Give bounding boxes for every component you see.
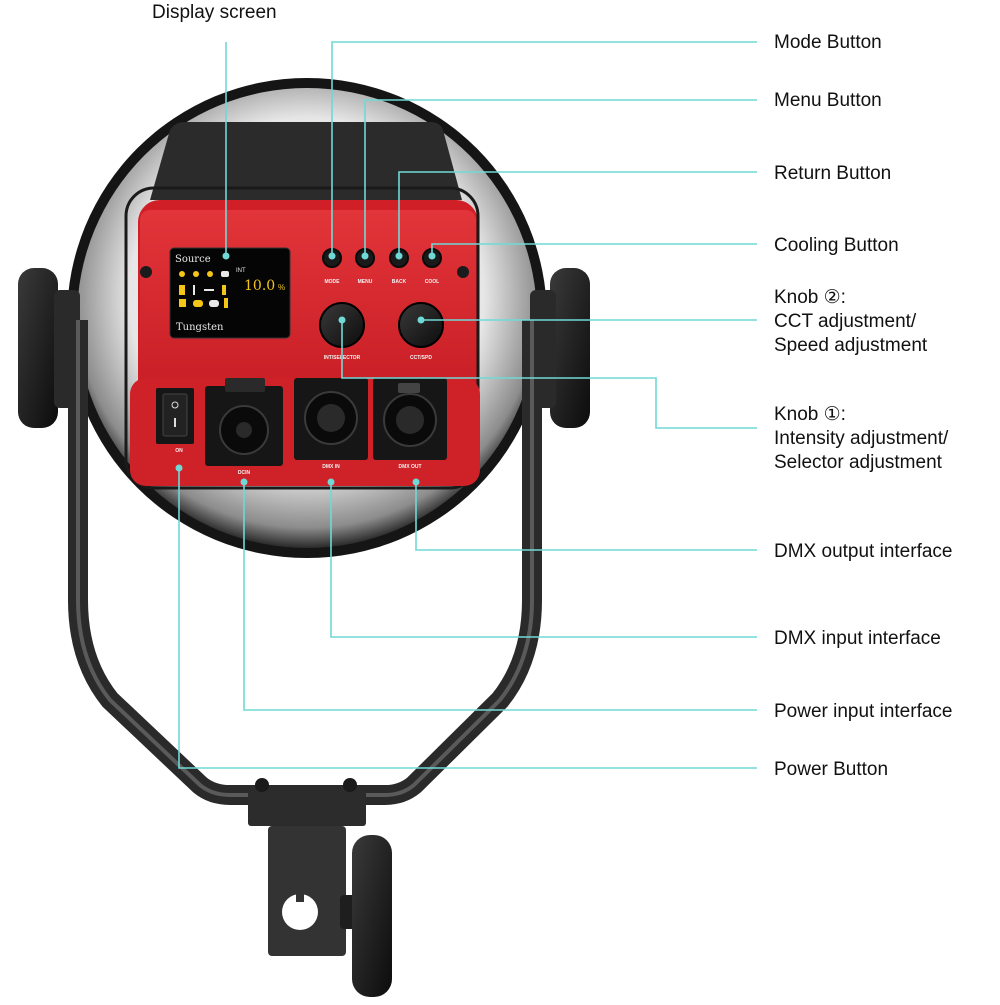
dmx-out-label: DMX OUT (398, 464, 421, 470)
leader-dot (327, 478, 335, 486)
label-return-button: Return Button (774, 163, 891, 184)
leader-dot (175, 464, 183, 472)
label-knob2-line3: Speed adjustment (774, 335, 928, 356)
control-panel: Source INT 10.0 % Tungsten (130, 210, 480, 486)
leader-power-input (243, 482, 757, 711)
leader-cooling-button (431, 243, 757, 256)
top-housing (150, 122, 462, 200)
left-lock-knob (18, 268, 58, 428)
label-knob1-line3: Selector adjustment (774, 452, 943, 473)
power-off-icon (171, 401, 179, 409)
mode-label: MODE (325, 279, 341, 285)
display-source-icons (179, 271, 229, 308)
leader-dot (222, 252, 230, 260)
label-knob1-line2: Intensity adjustment/ (774, 428, 949, 449)
xlr-pins-icon (317, 404, 345, 432)
label-power-button: Power Button (774, 759, 888, 780)
menu-label: MENU (358, 279, 373, 285)
label-menu-button: Menu Button (774, 90, 882, 111)
right-lock-knob (550, 268, 590, 428)
leader-dot (240, 478, 248, 486)
display-bezel (169, 247, 291, 339)
leader-menu-button (364, 99, 757, 256)
weather-icon (193, 300, 203, 307)
body-edge (124, 186, 480, 490)
leader-lines (178, 41, 757, 769)
dc-in-latch (225, 378, 265, 392)
leader-dot (395, 252, 403, 260)
label-cooling-button: Cooling Button (774, 235, 899, 256)
label-display-screen: Display screen (152, 2, 277, 23)
label-knob2-line2: CCT adjustment/ (774, 311, 917, 332)
panel-screw-left (140, 266, 152, 278)
sun-icon (193, 271, 199, 277)
xlr-latch (398, 383, 420, 393)
tube-icon (193, 285, 195, 295)
mount-bolt-left (255, 778, 269, 792)
power-on-icon (174, 418, 176, 427)
label-knob1-line1: Knob ①: (774, 404, 846, 425)
cct-knob[interactable] (398, 302, 444, 348)
leader-dot (338, 316, 346, 324)
cloud-icon (209, 300, 219, 307)
leader-dot (428, 252, 436, 260)
display-value: 10.0 (244, 278, 275, 294)
socket-pin-icon (236, 422, 252, 438)
back-label: BACK (392, 279, 407, 285)
leader-dot (417, 316, 425, 324)
sun-icon (207, 271, 213, 277)
panel-ports: ON DCIN DMX IN DMX OUT (156, 378, 447, 476)
lamp-icon (224, 298, 228, 308)
power-button[interactable] (162, 393, 188, 437)
leader-return-button (398, 171, 757, 256)
cct-spd-label: CCT/SPD (410, 355, 432, 361)
label-knob2-line1: Knob ②: (774, 287, 846, 308)
candle-icon (222, 285, 226, 295)
xlr-pins-icon (396, 406, 424, 434)
callout-labels: Display screen Mode Button Menu Button R… (152, 2, 953, 780)
lamp-icon (179, 285, 185, 295)
spigot-slot (296, 880, 304, 902)
leader-mode-button (331, 41, 757, 256)
leader-dmx-input (330, 482, 757, 638)
display-screen: Source INT 10.0 % Tungsten (169, 247, 291, 339)
spigot-hole (282, 894, 318, 930)
label-dmx-input: DMX input interface (774, 628, 941, 649)
cloud-icon (221, 271, 229, 277)
leader-power-button (178, 468, 757, 769)
label-mode-button: Mode Button (774, 32, 882, 53)
leader-dots (175, 252, 436, 486)
house-icon (179, 299, 186, 307)
spigot-knob (352, 835, 392, 997)
cool-label: COOL (425, 279, 439, 285)
label-power-input: Power input interface (774, 701, 953, 722)
bar-icon (204, 289, 214, 291)
leader-dmx-output (415, 482, 757, 551)
panel-screw-right (457, 266, 469, 278)
dmx-in-label: DMX IN (322, 464, 340, 470)
mount-plate (248, 790, 366, 826)
bulb-icon (179, 271, 185, 277)
leader-dot (328, 252, 336, 260)
leader-dot (412, 478, 420, 486)
display-unit: % (278, 283, 285, 292)
mount-spigot (268, 826, 346, 956)
leader-dot (361, 252, 369, 260)
display-int-label: INT (236, 268, 246, 274)
leader-knob1 (341, 320, 757, 429)
mount-bolt-right (343, 778, 357, 792)
display-preset: Tungsten (176, 322, 224, 333)
display-header: Source (175, 254, 211, 265)
dcin-label: DCIN (238, 470, 251, 476)
label-dmx-output: DMX output interface (774, 541, 952, 562)
on-label: ON (175, 448, 183, 454)
